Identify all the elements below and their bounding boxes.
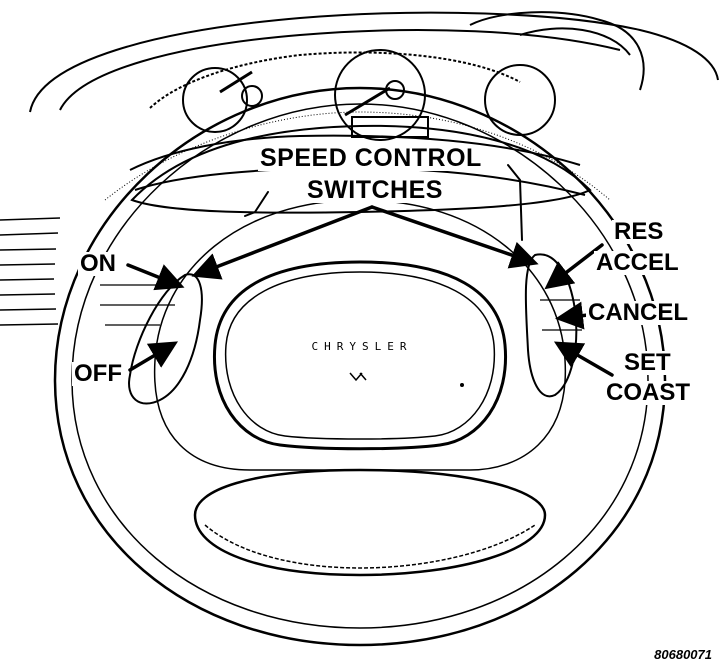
- label-off: OFF: [72, 360, 124, 387]
- label-on: ON: [78, 250, 118, 277]
- label-res: RES: [612, 218, 666, 245]
- label-cancel: CANCEL: [586, 299, 690, 326]
- callout-arrows: [126, 164, 614, 377]
- left-panel-lines: [0, 217, 61, 326]
- label-coast: COAST: [604, 379, 692, 406]
- dot-mark: [460, 383, 464, 387]
- figure-reference-number: 80680071: [654, 647, 712, 662]
- title-switches: SWITCHES: [305, 176, 445, 204]
- label-set: SET: [622, 349, 673, 376]
- brand-logo-icon: [349, 372, 367, 382]
- brand-name: CHRYSLER: [312, 340, 413, 353]
- title-speed-control: SPEED CONTROL: [258, 144, 484, 172]
- instrument-cluster: [29, 11, 719, 196]
- label-accel: ACCEL: [594, 249, 681, 276]
